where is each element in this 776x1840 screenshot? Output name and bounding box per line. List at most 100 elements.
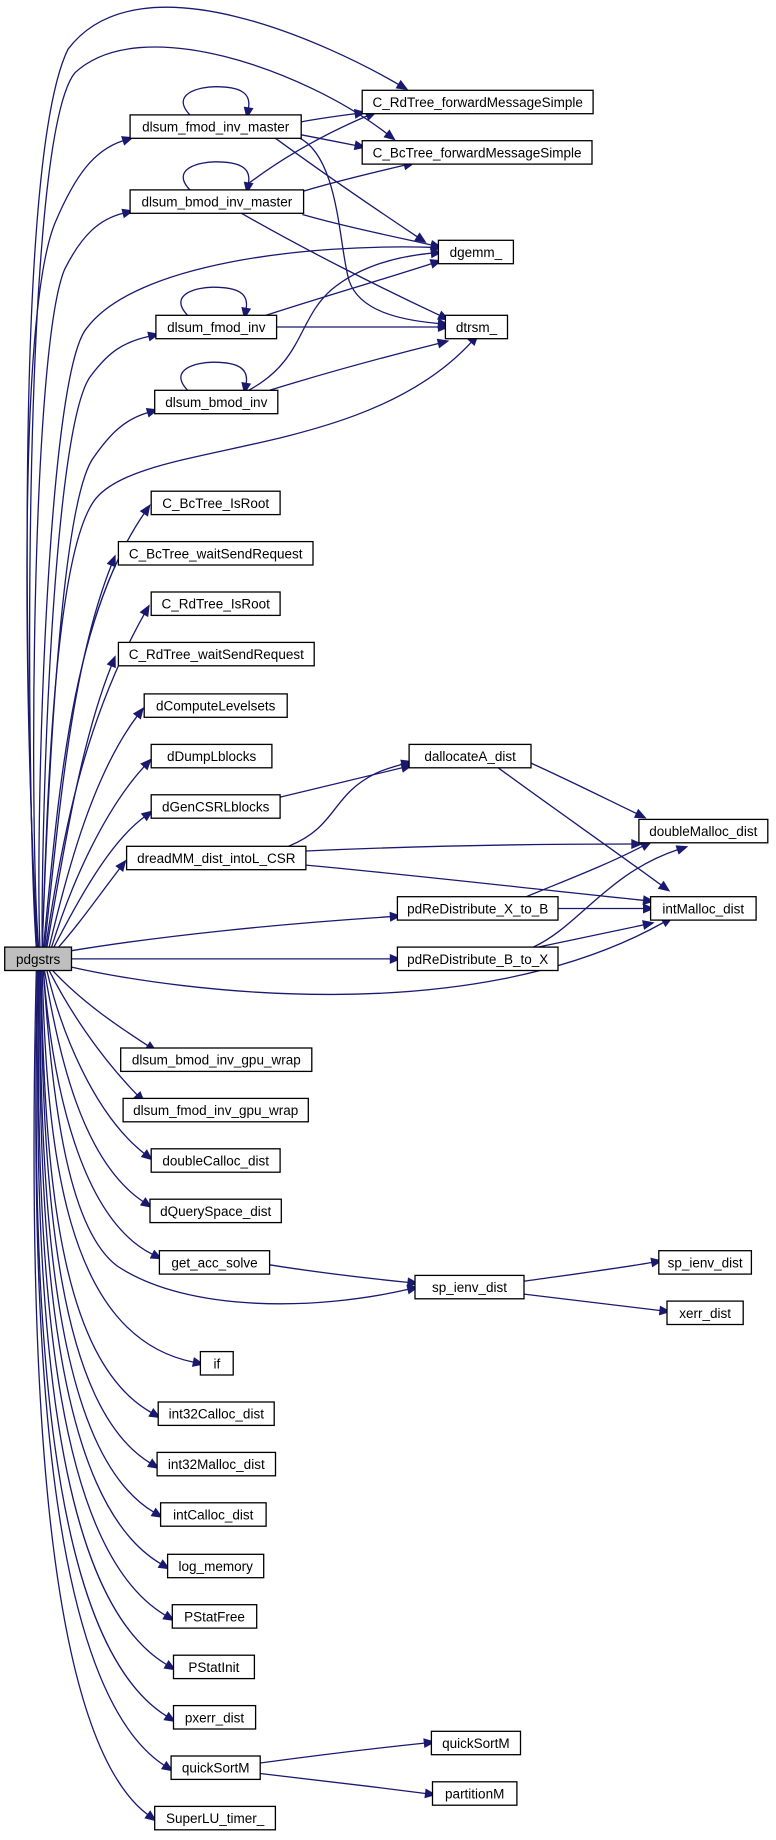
edge-line [280,767,403,798]
arrowhead [383,129,396,141]
node-box [155,314,278,340]
edge-spienvd-to-xerr [523,1293,672,1316]
edge-dgencsr-to-dalloc [280,763,414,798]
arrowhead [106,655,116,669]
edge-line [50,766,145,948]
edge-pdgstrs-to-pdre_xb [71,911,402,952]
node-pdre_bx[interactable]: pdReDistribute_B_to_X [396,946,559,972]
node-label: dDumpLblocks [167,749,257,764]
node-pdgstrs[interactable]: pdgstrs [4,946,73,972]
node-rd_isroot[interactable]: C_RdTree_IsRoot [150,591,281,617]
node-qsm2[interactable]: quickSortM [430,1730,522,1756]
arrowhead [150,1507,164,1518]
node-dquery[interactable]: dQuerySpace_dist [149,1198,282,1224]
node-dgencsr[interactable]: dGenCSRLblocks [150,794,281,819]
node-pinit[interactable]: PStatInit [172,1654,256,1680]
node-label: PStatInit [188,1660,239,1675]
node-box [149,1198,282,1224]
node-bmod_gpu[interactable]: dlsum_bmod_inv_gpu_wrap [120,1047,313,1073]
edge-line [43,564,113,948]
edge-bmod_master-to-bmod_master [182,161,254,194]
node-if[interactable]: if [199,1350,234,1376]
node-spienvd[interactable]: sp_ienv_dist [414,1274,525,1300]
node-label: dGenCSRLblocks [162,800,270,815]
edge-line [497,767,662,886]
node-label: int32Malloc_dist [168,1457,265,1472]
node-timer[interactable]: SuperLU_timer_ [154,1805,277,1831]
node-bc_isroot[interactable]: C_BcTree_IsRoot [150,490,281,516]
node-label: dlsum_fmod_inv_gpu_wrap [133,1103,298,1118]
node-rd_fwd[interactable]: C_RdTree_forwardMessageSimple [361,89,594,115]
edge-bmod_inv-to-bmod_inv [180,361,252,395]
edge-line [269,1264,408,1284]
node-bmod_master[interactable]: dlsum_bmod_inv_master [129,189,305,214]
node-fmod_gpu[interactable]: dlsum_fmod_inv_gpu_wrap [122,1097,309,1123]
node-ddump[interactable]: dDumpLblocks [150,743,273,769]
node-xerr[interactable]: xerr_dist [666,1300,744,1326]
node-rd_wait[interactable]: C_RdTree_waitSendRequest [117,641,315,667]
edge-line [182,161,250,191]
edge-line [180,286,248,316]
node-box [396,946,559,972]
edge-pdgstrs-to-bc_fwd [28,46,396,948]
node-box [150,743,273,769]
node-i32malloc[interactable]: int32Malloc_dist [156,1451,277,1477]
node-label: dlsum_fmod_inv [167,320,266,335]
node-imalloc[interactable]: intMalloc_dist [649,896,757,921]
edge-dreadmm-to-dmalloc [305,839,644,852]
node-label: dtrsm_ [456,320,498,335]
node-box [129,114,302,139]
edge-line [269,342,439,391]
node-dgemm[interactable]: dgemm_ [437,239,515,265]
node-dcalloc[interactable]: doubleCalloc_dist [150,1148,281,1173]
node-icalloc[interactable]: intCalloc_dist [159,1502,267,1527]
node-label: dComputeLevelsets [156,699,276,714]
node-getacc[interactable]: get_acc_solve [158,1250,271,1275]
node-label: pdReDistribute_X_to_B [407,902,548,917]
edge-line [248,252,432,391]
node-i32calloc[interactable]: int32Calloc_dist [157,1401,275,1427]
edge-getacc-to-spienvd [269,1264,420,1288]
node-pfree[interactable]: PStatFree [171,1604,258,1629]
edge-pdre_xb-to-dmalloc [526,841,653,898]
node-label: xerr_dist [679,1306,731,1321]
node-dalloc[interactable]: dallocateA_dist [408,743,532,769]
call-edges [26,6,689,1822]
node-bmod_inv[interactable]: dlsum_bmod_inv [154,389,279,415]
node-dmalloc[interactable]: doubleMalloc_dist [638,818,769,844]
edge-bmod_inv-to-dtrsm [269,338,450,391]
node-bc_wait[interactable]: C_BcTree_waitSendRequest [117,540,314,566]
edge-pdgstrs-to-rd_wait [46,655,116,948]
arrowhead [633,808,647,819]
node-fmod_master[interactable]: dlsum_fmod_inv_master [129,114,302,139]
node-logmem[interactable]: log_memory [166,1553,265,1579]
node-bc_fwd[interactable]: C_BcTree_forwardMessageSimple [361,140,593,165]
edge-line [40,970,152,1414]
arrowhead [657,880,671,892]
node-label: PStatFree [184,1610,245,1625]
node-dreadmm[interactable]: dreadMM_dist_intoL_CSR [125,845,307,871]
node-box [170,1755,261,1781]
edge-fmod_inv-to-dtrsm [276,322,450,332]
edge-line [301,113,356,123]
node-fmod_inv[interactable]: dlsum_fmod_inv [155,314,278,340]
node-label: partitionM [445,1787,504,1802]
node-box [158,1250,271,1275]
node-dtrsm[interactable]: dtrsm_ [444,314,509,340]
edge-pdgstrs-to-pxerr [35,970,176,1723]
edge-line [42,513,145,948]
arrowhead [157,1559,171,1570]
arrowhead [389,911,402,922]
node-qsm1[interactable]: quickSortM [170,1755,261,1781]
node-pdre_xb[interactable]: pdReDistribute_X_to_B [396,896,559,921]
node-box [157,1401,275,1427]
node-label: C_BcTree_waitSendRequest [129,546,303,561]
edge-pdgstrs-to-dquery [43,970,153,1208]
node-label: sp_ienv_dist [432,1280,507,1295]
edge-line [71,916,391,952]
node-partm[interactable]: partitionM [431,1781,518,1806]
node-pxerr[interactable]: pxerr_dist [172,1704,257,1730]
arrowhead [140,1149,154,1161]
node-dcomp[interactable]: dComputeLevelsets [143,693,288,718]
node-spienv[interactable]: sp_ienv_dist [658,1250,753,1275]
